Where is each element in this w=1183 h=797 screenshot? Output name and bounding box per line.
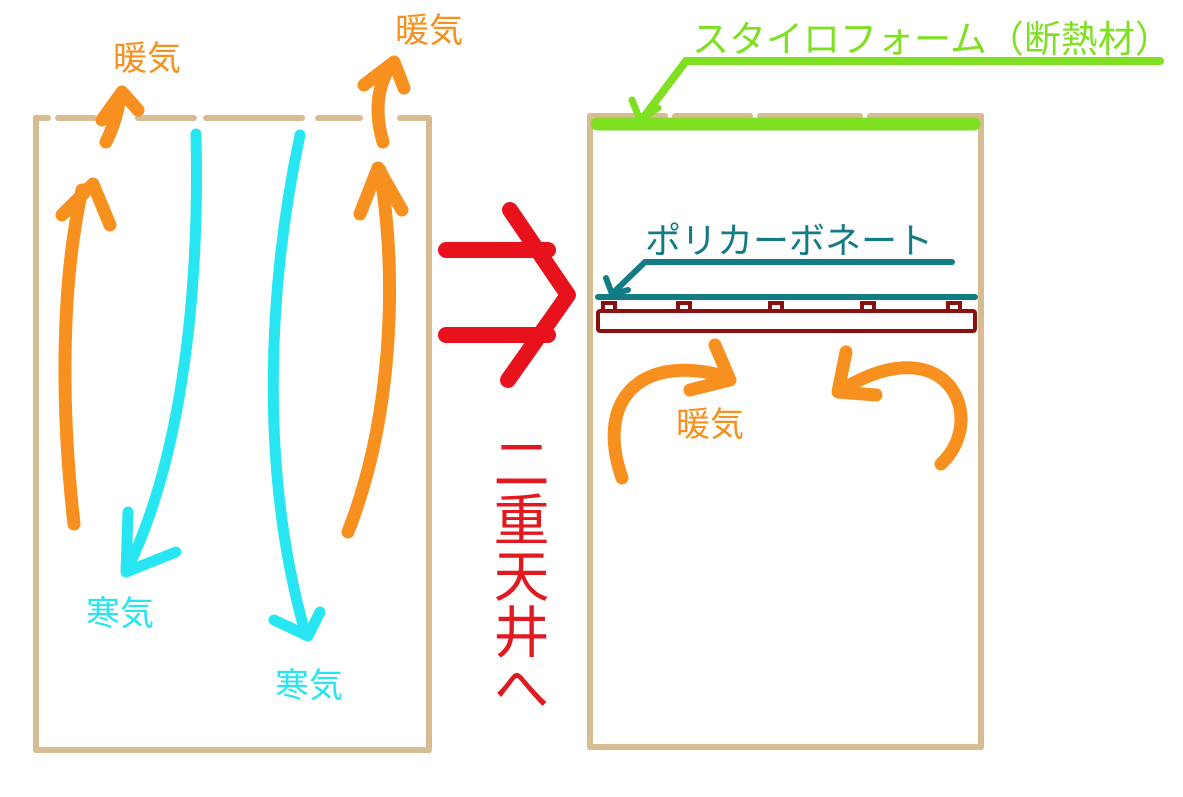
cold-air-arrow-left	[120, 128, 202, 578]
polycarbonate-label: ポリカーボネート	[645, 221, 934, 262]
insulation-label: スタイロフォーム（断熱材）	[692, 18, 1172, 61]
double-ceiling-label: 二重天井へ	[484, 435, 549, 715]
warm-air-label-left: 暖気	[113, 39, 181, 79]
warm-air-circulation-right	[831, 345, 968, 471]
warm-air-arrow-left	[55, 85, 145, 531]
ceiling-panel	[596, 301, 977, 333]
transition-arrow	[438, 202, 576, 388]
warm-air-arrow-right	[341, 55, 411, 539]
polycarbonate-sheet	[595, 259, 978, 300]
cold-air-label-center: 寒気	[275, 666, 343, 706]
left-room-box	[33, 115, 432, 753]
cold-air-label-left: 寒気	[86, 594, 154, 634]
right-room-box	[587, 113, 984, 750]
warm-air-label-right: 暖気	[395, 11, 463, 51]
warm-air-label-ceiling: 暖気	[676, 405, 744, 445]
insulation-board	[590, 57, 1164, 131]
warm-air-circulation-left	[607, 338, 737, 485]
cold-air-arrow-center	[267, 129, 326, 642]
